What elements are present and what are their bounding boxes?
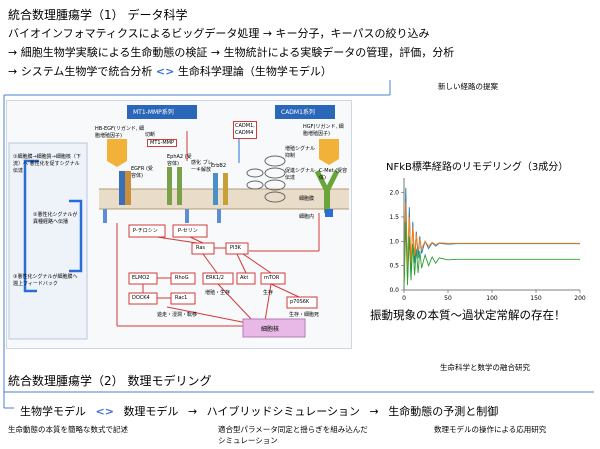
nfkb-title: NFkB標準経路のリモデリング（3成分）: [386, 162, 569, 173]
nucleus-label: 細胞核: [261, 326, 280, 333]
series-line-2: [403, 202, 580, 286]
line3-part2: 生命科学理論（生物学モデル）: [177, 65, 332, 78]
line3-part1: → システム生物学で統合分析: [8, 65, 153, 78]
series-line-3: [403, 221, 580, 291]
split-label: 切断: [145, 132, 156, 138]
note-2b: シミュレーション: [218, 436, 278, 445]
membrane-label: 細胞膜: [299, 196, 315, 202]
proposal-label: 新しい経路の提案: [438, 82, 498, 91]
flow-math-model: 数理モデル: [123, 405, 179, 418]
cadm1-header: CADM1系列: [281, 109, 315, 116]
series-line-1: [403, 187, 580, 288]
flow-arrow-2: →: [187, 405, 198, 418]
x-tick-label: 150: [530, 295, 542, 302]
left-note-3: ③悪性化シグナルが細胞膜へ 遡上フィードバック: [13, 274, 78, 287]
x-tick-label: 0: [402, 295, 406, 302]
flow-bio-model: 生物学モデル: [20, 405, 86, 418]
edge-label-proliferation: 増殖・生存: [205, 290, 231, 296]
fusion-label: 生命科学と数学の融合研究: [440, 363, 530, 372]
bidirectional-arrow: <>: [155, 65, 175, 78]
mt1-header: MT1-MMP系列: [133, 109, 174, 116]
edge-label-death: 生存・細胞死: [289, 312, 320, 318]
pathway-diagram: MT1-MMP系列 CADM1系列 ①細胞膜→細胞質→細胞核（下流）へ 悪性化を…: [6, 100, 352, 349]
degradation-label: 感化 ブレーキ解放: [191, 160, 213, 173]
p-tyrosine: P-チロシン: [133, 228, 158, 234]
flow-hybrid-sim: ハイブリッドシミュレーション: [206, 405, 360, 418]
x-tick-label: 50: [444, 295, 452, 302]
x-tick-label: 100: [486, 295, 498, 302]
chart-axes: 0 50 100 150 200 0.0 0.5 1.0 1.5 2.0: [389, 178, 586, 302]
y-tick-label: 0.5: [389, 263, 399, 270]
node-dock4: DOCK4: [132, 295, 150, 301]
note-2a: 適合型パラメータ同定と揺らぎを組み込んだ: [218, 425, 368, 434]
node-erk: ERK1/2: [206, 275, 224, 281]
cadm-box-line1: CADM1,: [235, 123, 255, 129]
note-1: 生命動態の本質を簡略な数式で記述: [8, 425, 128, 434]
section1-line2: → 細胞生物学実験による生命動態の検証 → 生物統計による実験データの管理，評価…: [8, 46, 455, 59]
node-mtor: mTOR: [264, 275, 280, 281]
node-p70s6k: p70S6K: [290, 299, 310, 305]
flow-arrow-3: →: [369, 405, 379, 418]
edge-label-survival: 生存: [263, 290, 274, 296]
egfr-label: EGFR (受容体): [131, 166, 153, 179]
x-tick-label: 200: [574, 295, 586, 302]
left-note-1: ①細胞膜→細胞質→細胞核（下流）へ 悪性化を促すシグナル伝達: [13, 154, 81, 174]
p-serine: P-セリン: [178, 228, 198, 234]
node-rac1: Rac1: [175, 295, 188, 301]
epha2-label: EphA2 (受容体): [167, 154, 192, 167]
y-tick-label: 2.0: [389, 190, 399, 197]
node-akt: Akt: [240, 275, 249, 281]
flow-arrow-1: <>: [95, 405, 114, 418]
y-tick-label: 1.0: [389, 238, 399, 245]
hgf-label: HGF(リガンド, 細胞増殖因子): [303, 124, 344, 137]
node-ras: Ras: [196, 245, 206, 251]
chart-lines: [403, 187, 580, 291]
hb-egf-label: HB-EGF(リガンド, 細胞増殖因子): [95, 126, 145, 139]
nfkb-caption: 振動現象の本質〜過状定常解の存在！: [370, 308, 566, 322]
note-3: 数理モデルの操作による応用研究: [434, 425, 547, 434]
mt1-box: MT1-MMP: [147, 139, 177, 147]
section1-title: 統合数理腫瘍学（1） データ科学: [8, 8, 188, 22]
section1-line1: バイオインフォマティクスによるビッグデータ処理 → キー分子，キーパスの絞り込み: [8, 27, 430, 40]
section1-line3: → システム生物学で統合分析 <> 生命科学理論（生物学モデル）: [8, 63, 332, 79]
intracellular-label: 細胞内: [299, 214, 315, 220]
cmet-label: C-Met (受容体): [319, 168, 348, 181]
left-note-2: ②悪性化シグナルが 異種経路へ伝播: [33, 212, 78, 225]
cadm-box-line2: CADM4: [235, 130, 254, 136]
section2-title: 統合数理腫瘍学（2） 数理モデリング: [8, 374, 212, 388]
edge-label-migration: 遊走・浸潤・転移: [157, 312, 198, 318]
activation-label: 増殖シグナル 抑制: [285, 146, 316, 159]
stop-label: 促進シグナル伝達: [285, 168, 316, 181]
cadm-box: CADM1, CADM4: [233, 121, 257, 139]
node-rhog: RhoG: [175, 275, 189, 281]
y-tick-label: 1.5: [389, 214, 399, 221]
flow-row: 生物学モデル <> 数理モデル → ハイブリッドシミュレーション → 生命動態の…: [20, 403, 503, 419]
flow-prediction: 生命動態の予測と制御: [388, 405, 499, 418]
erbb2-label: ErbB2: [211, 163, 226, 169]
node-pi3k: PI3K: [230, 245, 241, 251]
node-elmo2: ELMO2: [132, 275, 150, 281]
y-tick-label: 0.0: [389, 287, 399, 294]
nfkb-chart: 0 50 100 150 200 0.0 0.5 1.0 1.5 2.0: [389, 178, 586, 302]
